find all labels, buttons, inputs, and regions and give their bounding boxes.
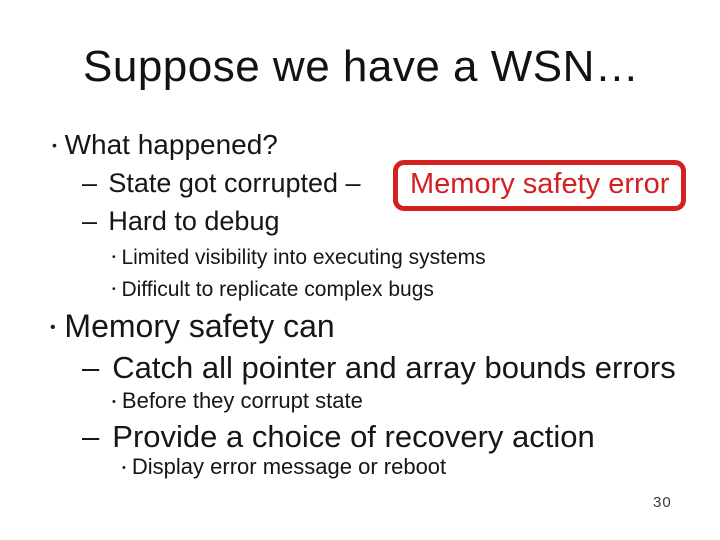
bullet-dot-icon: • <box>50 318 56 336</box>
bullet-what-happened-label: What happened? <box>64 129 278 160</box>
bullet-catch-all-label: Catch all pointer and array bounds error… <box>112 350 676 385</box>
dash-marker-icon: – <box>82 419 100 454</box>
dash-marker-icon: – <box>82 350 100 385</box>
bullet-catch-all: – Catch all pointer and array bounds err… <box>82 350 676 385</box>
dash-marker-icon: – <box>82 206 98 236</box>
bullet-dot-icon: • <box>112 251 116 264</box>
bullet-memory-safety-can-label: Memory safety can <box>64 308 335 344</box>
memory-safety-error-label: Memory safety error <box>410 168 670 200</box>
bullet-before-corrupt-label: Before they corrupt state <box>121 388 363 413</box>
bullet-hard-to-debug: – Hard to debug <box>82 206 280 237</box>
bullet-provide-choice: – Provide a choice of recovery action <box>82 419 595 454</box>
bullet-display-or-reboot-label: Display error message or reboot <box>131 454 447 479</box>
bullet-what-happened: • What happened? <box>52 129 278 161</box>
bullet-state-corrupted: – State got corrupted – <box>82 168 361 199</box>
bullet-dot-icon: • <box>52 137 57 154</box>
bullet-memory-safety-can: • Memory safety can <box>50 308 335 344</box>
bullet-dot-icon: • <box>122 461 126 474</box>
bullet-display-or-reboot: • Display error message or reboot <box>122 454 447 479</box>
bullet-dot-icon: • <box>112 395 116 408</box>
bullet-dot-icon: • <box>112 283 116 296</box>
slide-page-number: 30 <box>653 494 672 511</box>
bullet-limited-visibility-label: Limited visibility into executing system… <box>121 246 486 269</box>
bullet-before-corrupt: • Before they corrupt state <box>112 388 363 413</box>
bullet-provide-choice-label: Provide a choice of recovery action <box>112 419 595 454</box>
bullet-state-corrupted-label: State got corrupted – <box>108 168 361 198</box>
bullet-hard-to-debug-label: Hard to debug <box>108 206 280 236</box>
bullet-difficult-replicate: • Difficult to replicate complex bugs <box>112 278 434 301</box>
bullet-limited-visibility: • Limited visibility into executing syst… <box>112 246 486 269</box>
slide-title: Suppose we have a WSN… <box>83 42 640 91</box>
bullet-difficult-replicate-label: Difficult to replicate complex bugs <box>121 278 434 301</box>
dash-marker-icon: – <box>82 168 98 198</box>
memory-safety-error-callout: Memory safety error <box>393 160 687 211</box>
